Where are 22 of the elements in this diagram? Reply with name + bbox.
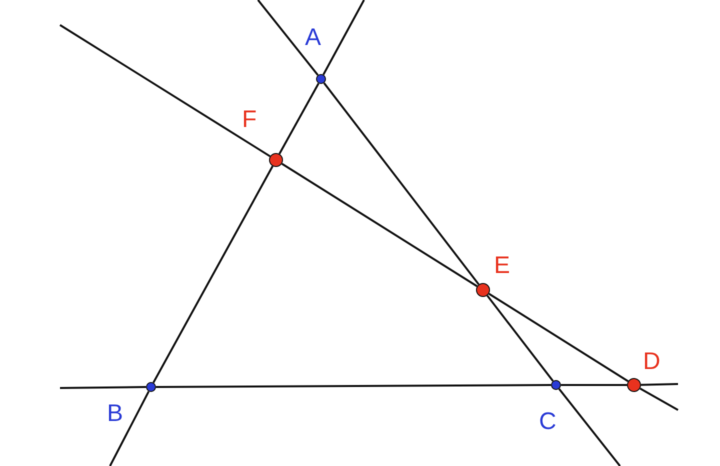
line-segment [561, 384, 627, 386]
line-segment [152, 166, 274, 384]
line-segment [322, 0, 365, 76]
point-label: A [305, 26, 322, 50]
line-segment [278, 82, 320, 154]
line-segment [488, 292, 629, 382]
line-segment [257, 0, 319, 76]
line-segment [640, 383, 678, 386]
line-segment [281, 162, 478, 288]
line-segment [486, 294, 554, 382]
point-label: E [494, 254, 510, 278]
line-segment [640, 388, 678, 411]
point-label: B [107, 402, 124, 426]
line-segment [109, 390, 150, 466]
point-label: D [643, 350, 660, 374]
point-label: F [242, 108, 257, 132]
point-label: C [539, 410, 556, 434]
line-segment [156, 384, 551, 388]
line-segment [59, 24, 271, 158]
line-segment [60, 386, 146, 389]
line-segment [558, 388, 621, 466]
line-segment [323, 82, 480, 286]
